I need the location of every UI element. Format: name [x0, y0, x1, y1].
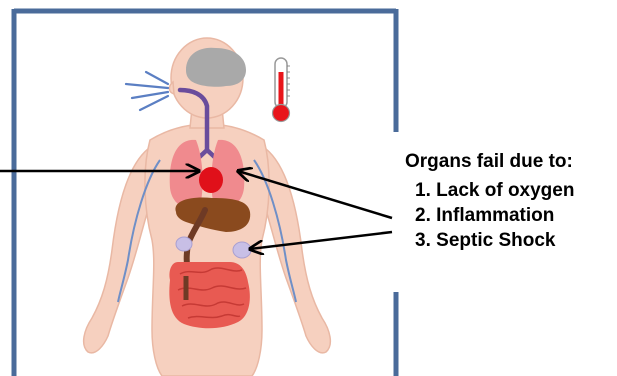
arrow-to-kidney: [250, 232, 392, 249]
list-item: 3. Septic Shock: [415, 228, 617, 253]
organ-failure-legend: Organs fail due to: 1. Lack of oxygen 2.…: [393, 150, 617, 253]
brain-icon: [186, 48, 246, 87]
legend-list: 1. Lack of oxygen 2. Inflammation 3. Sep…: [393, 178, 617, 253]
legend-title: Organs fail due to:: [405, 150, 617, 174]
thermometer-icon: [273, 58, 291, 122]
list-item: 2. Inflammation: [415, 203, 617, 228]
intestines-icon: [169, 262, 250, 328]
heart-icon: [199, 167, 223, 193]
breath-lines-icon: [126, 72, 168, 110]
list-item: 1. Lack of oxygen: [415, 178, 617, 203]
